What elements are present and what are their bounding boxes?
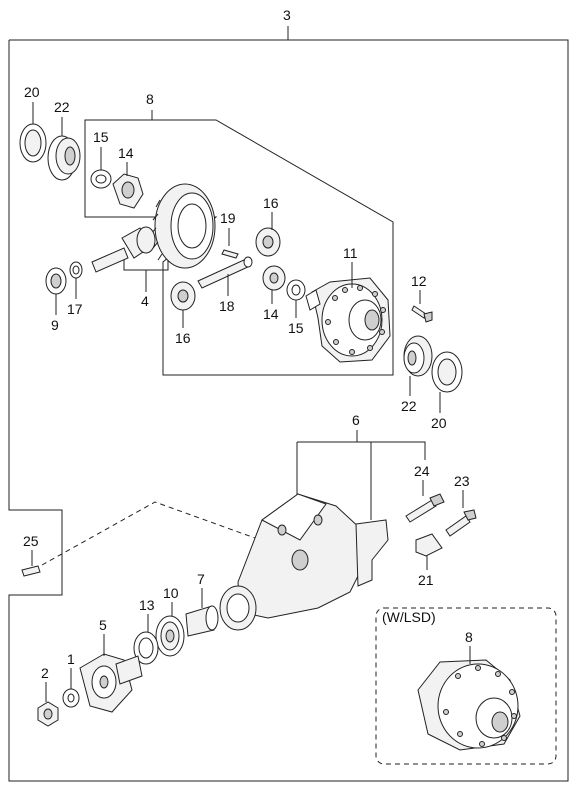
label-part-2: 2 <box>41 665 49 681</box>
label-part-17: 17 <box>67 301 83 317</box>
part-bearing-cap-21 <box>415 533 443 570</box>
part-bearing-22-left <box>47 117 81 181</box>
label-part-14-top: 14 <box>118 145 134 161</box>
part-carrier-housing <box>219 493 389 631</box>
leader-25-dashed <box>41 501 256 566</box>
label-part-4: 4 <box>141 293 149 309</box>
label-part-16-upper: 16 <box>263 195 279 211</box>
label-part-11: 11 <box>343 245 358 261</box>
label-part-9: 9 <box>51 317 59 333</box>
part-spacer-17 <box>69 261 83 299</box>
part-thrust-washer-15-top <box>90 147 112 189</box>
part-bolt-25 <box>21 550 41 577</box>
label-part-21: 21 <box>418 572 434 588</box>
label-part-8-lsd: 8 <box>465 629 473 645</box>
label-part-19: 19 <box>220 210 236 226</box>
label-part-20-right: 20 <box>431 415 447 431</box>
part-bearing-22-right <box>403 335 433 396</box>
part-lock-pin-19 <box>221 228 239 259</box>
label-part-15-top: 15 <box>93 129 109 145</box>
leader-4 <box>123 260 169 292</box>
part-oil-seal-13 <box>133 614 159 665</box>
label-assembly-3: 3 <box>283 7 291 23</box>
part-pinion-bearing-9 <box>45 267 67 315</box>
part-bolt-12 <box>411 290 433 323</box>
part-bearing-race-20-right <box>431 351 463 413</box>
label-part-22-left: 22 <box>54 99 70 115</box>
part-side-gear-16-lower <box>170 281 196 328</box>
part-differential-case-11 <box>305 262 391 363</box>
gear-set-outline <box>84 110 394 376</box>
label-part-12: 12 <box>411 273 427 289</box>
part-pinion-gear-14-top <box>112 162 144 209</box>
part-bolt-23 <box>445 490 477 537</box>
part-lsd-differential-8 <box>417 646 521 751</box>
label-part-1: 1 <box>67 651 75 667</box>
part-bearing-race-20-left <box>19 102 47 163</box>
label-part-22-right: 22 <box>401 398 417 414</box>
assembly-frame <box>8 26 569 782</box>
label-part-20-left: 20 <box>24 84 40 100</box>
lsd-box <box>375 607 557 765</box>
label-part-14-lower: 14 <box>263 306 279 322</box>
label-part-6: 6 <box>352 412 360 428</box>
label-part-23: 23 <box>454 473 470 489</box>
label-part-24: 24 <box>414 463 430 479</box>
label-part-10: 10 <box>163 585 179 601</box>
lsd-label: (W/LSD) <box>382 609 436 625</box>
part-ring-gear <box>150 183 216 269</box>
label-part-13: 13 <box>139 597 155 613</box>
label-part-5: 5 <box>99 617 107 633</box>
label-part-25: 25 <box>23 533 39 549</box>
part-drive-pinion <box>91 226 156 273</box>
part-pinion-gear-14-lower <box>262 265 286 304</box>
label-part-7: 7 <box>197 571 205 587</box>
part-thrust-washer-15-lower <box>286 279 306 318</box>
part-lock-nut-2 <box>37 682 59 727</box>
part-bolt-24 <box>405 480 445 523</box>
label-part-8-top: 8 <box>146 91 154 107</box>
part-collapsible-spacer-7 <box>185 588 219 637</box>
label-part-18: 18 <box>219 298 235 314</box>
part-companion-flange-5 <box>79 634 143 713</box>
part-pinion-shaft-18 <box>197 256 253 296</box>
label-part-16-lower: 16 <box>175 330 191 346</box>
part-washer-1 <box>62 668 80 708</box>
part-side-gear-16-upper <box>255 212 281 257</box>
label-part-15-lower: 15 <box>288 320 304 336</box>
part-labels: 20 22 8 15 14 19 16 11 12 9 17 4 18 16 1… <box>23 84 473 681</box>
leader-6 <box>296 430 426 520</box>
part-bearing-10 <box>155 602 185 657</box>
